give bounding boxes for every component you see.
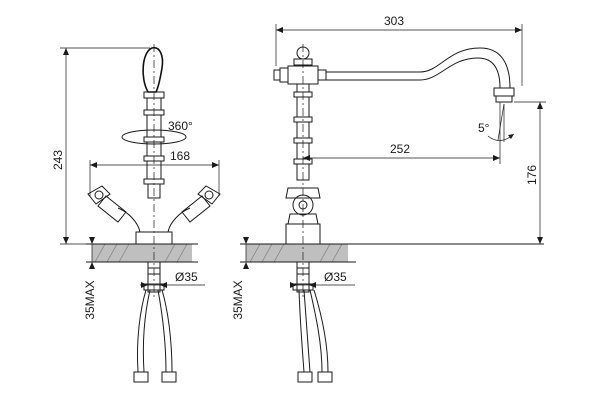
side-dim-length: 303 [275, 14, 523, 86]
front-diameter-label: Ø35 [175, 270, 198, 284]
side-dim-spout-height: 176 [514, 101, 546, 244]
front-view: 243 168 360° Ø35 35MAX [51, 44, 221, 383]
side-countertop-hatch [249, 243, 343, 263]
side-angle-label: 5° [478, 121, 490, 135]
side-dim-reach: 252 [303, 102, 501, 164]
side-diameter-label: Ø35 [324, 270, 347, 284]
front-max-thickness: 35MAX [83, 237, 97, 320]
front-dim-width: 168 [89, 149, 220, 196]
side-view: 303 252 176 5° [231, 14, 546, 383]
side-dim-reach-label: 252 [390, 142, 410, 156]
front-dim-height: 243 [51, 47, 150, 245]
side-diameter-leader: Ø35 [290, 270, 355, 288]
side-mounting-stud [292, 261, 333, 383]
front-dim-width-label: 168 [170, 149, 190, 163]
side-countertop [246, 244, 348, 262]
side-body [273, 44, 515, 300]
front-diameter-leader: Ø35 [140, 270, 205, 288]
front-countertop [92, 244, 192, 262]
side-max-thickness-label: 35MAX [231, 280, 245, 319]
front-dim-height-label: 243 [51, 150, 65, 170]
front-max-thickness-label: 35MAX [83, 280, 97, 319]
side-dim-spout-height-label: 176 [525, 165, 539, 185]
side-max-thickness: 35MAX [231, 237, 249, 320]
front-body [87, 44, 221, 300]
front-countertop-hatch [94, 243, 188, 263]
front-mounting-stud [133, 261, 177, 383]
side-angle-indicator: 5° [478, 103, 515, 142]
front-rotation-label: 360° [168, 119, 193, 133]
side-dim-length-label: 303 [384, 14, 404, 28]
